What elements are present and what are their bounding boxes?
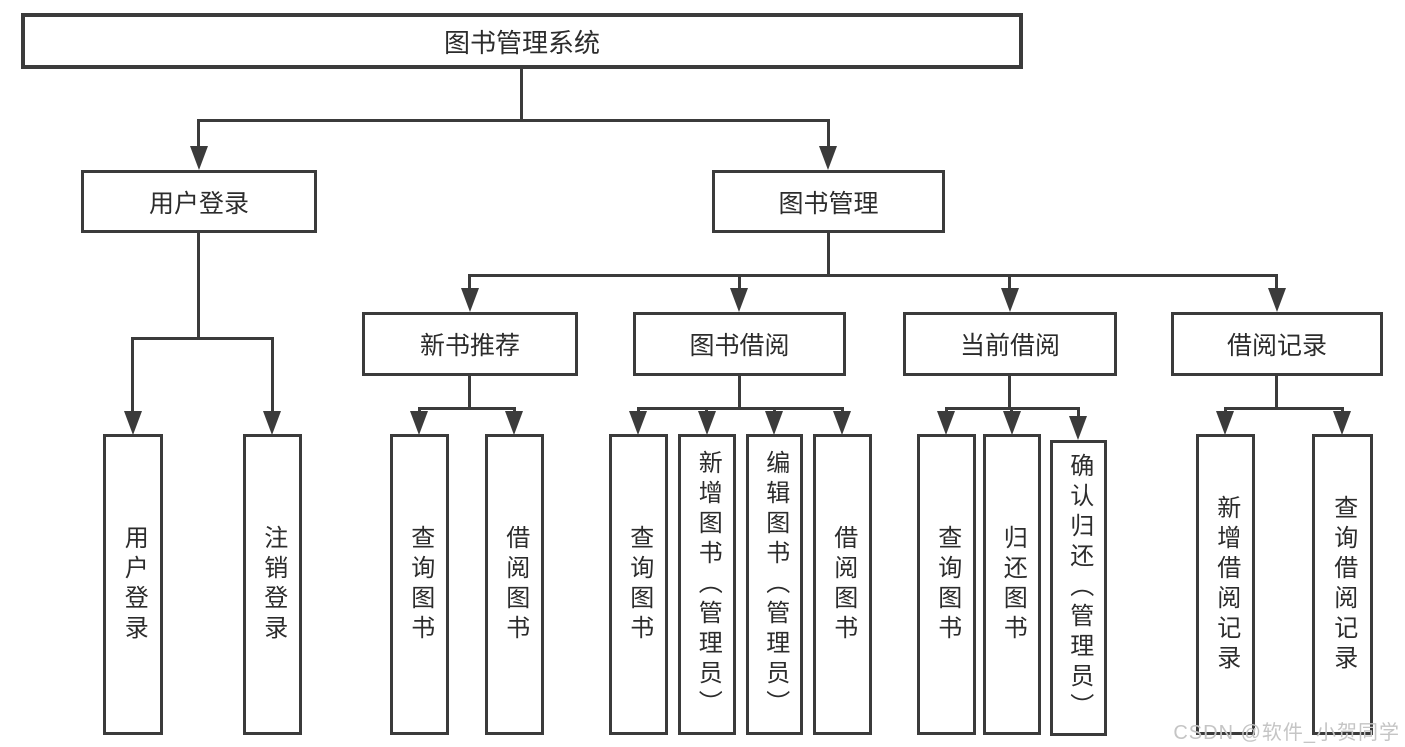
connector-line: [131, 337, 274, 340]
connector-line: [1008, 376, 1011, 407]
arrow-down-icon: [505, 411, 523, 435]
connector-line: [513, 407, 516, 413]
arrow-down-icon: [461, 288, 479, 312]
connector-line: [418, 407, 516, 410]
arrow-down-icon: [1268, 288, 1286, 312]
arrow-down-icon: [819, 146, 837, 170]
connector-line: [468, 274, 471, 288]
arrow-down-icon: [1333, 411, 1351, 435]
connector-line: [738, 376, 741, 407]
node-leaf-cb-query-books: 查询图书: [917, 434, 976, 735]
connector-line: [197, 119, 830, 122]
node-user-login: 用户登录: [81, 170, 317, 233]
arrow-down-icon: [833, 411, 851, 435]
arrow-down-icon: [765, 411, 783, 435]
arrow-down-icon: [1003, 411, 1021, 435]
connector-line: [827, 119, 830, 146]
connector-line: [468, 376, 471, 407]
connector-line: [197, 119, 200, 146]
node-leaf-rec-query-books: 查询图书: [390, 434, 449, 735]
connector-line: [1077, 407, 1080, 418]
node-leaf-logout: 注销登录: [243, 434, 302, 735]
arrow-down-icon: [937, 411, 955, 435]
connector-line: [271, 337, 274, 411]
connector-line: [1010, 407, 1013, 413]
connector-line: [827, 233, 830, 274]
node-leaf-user-login: 用户登录: [103, 434, 163, 735]
node-new-book-recommend: 新书推荐: [362, 312, 578, 376]
connector-line: [773, 407, 776, 413]
node-leaf-br-add-record: 新增借阅记录: [1196, 434, 1255, 735]
arrow-down-icon: [1001, 288, 1019, 312]
node-current-borrowing: 当前借阅: [903, 312, 1117, 376]
connector-line: [1275, 376, 1278, 407]
connector-line: [418, 407, 421, 413]
connector-line: [197, 233, 200, 337]
node-leaf-cb-return-books: 归还图书: [983, 434, 1041, 735]
connector-line: [520, 69, 523, 122]
connector-line: [637, 407, 844, 410]
arrow-down-icon: [124, 411, 142, 435]
node-leaf-bb-query-books: 查询图书: [609, 434, 668, 735]
connector-line: [1224, 407, 1227, 413]
node-leaf-rec-borrow-books: 借阅图书: [485, 434, 544, 735]
node-book-management: 图书管理: [712, 170, 945, 233]
arrow-down-icon: [410, 411, 428, 435]
node-leaf-bb-borrow-books: 借阅图书: [813, 434, 872, 735]
node-leaf-bb-edit-books-admin: 编辑图书（管理员）: [746, 434, 803, 735]
connector-line: [1224, 407, 1344, 410]
arrow-down-icon: [263, 411, 281, 435]
connector-line: [468, 274, 1278, 277]
node-book-borrowing: 图书借阅: [633, 312, 846, 376]
connector-line: [705, 407, 708, 413]
arrow-down-icon: [730, 288, 748, 312]
node-leaf-br-query-record: 查询借阅记录: [1312, 434, 1373, 735]
node-leaf-cb-confirm-return-admin: 确认归还（管理员）: [1050, 440, 1107, 736]
node-borrow-records: 借阅记录: [1171, 312, 1383, 376]
node-leaf-bb-add-books-admin: 新增图书（管理员）: [678, 434, 736, 735]
arrow-down-icon: [629, 411, 647, 435]
connector-line: [131, 337, 134, 411]
connector-line: [841, 407, 844, 413]
watermark: CSDN @软件_小贺同学: [1173, 722, 1400, 744]
arrow-down-icon: [1216, 411, 1234, 435]
node-root: 图书管理系统: [21, 13, 1023, 69]
connector-line: [1341, 407, 1344, 413]
connector-line: [1275, 274, 1278, 288]
arrow-down-icon: [1069, 416, 1087, 440]
connector-line: [1008, 274, 1011, 288]
arrow-down-icon: [190, 146, 208, 170]
connector-line: [738, 274, 741, 288]
arrow-down-icon: [698, 411, 716, 435]
connector-line: [945, 407, 948, 413]
connector-line: [637, 407, 640, 413]
